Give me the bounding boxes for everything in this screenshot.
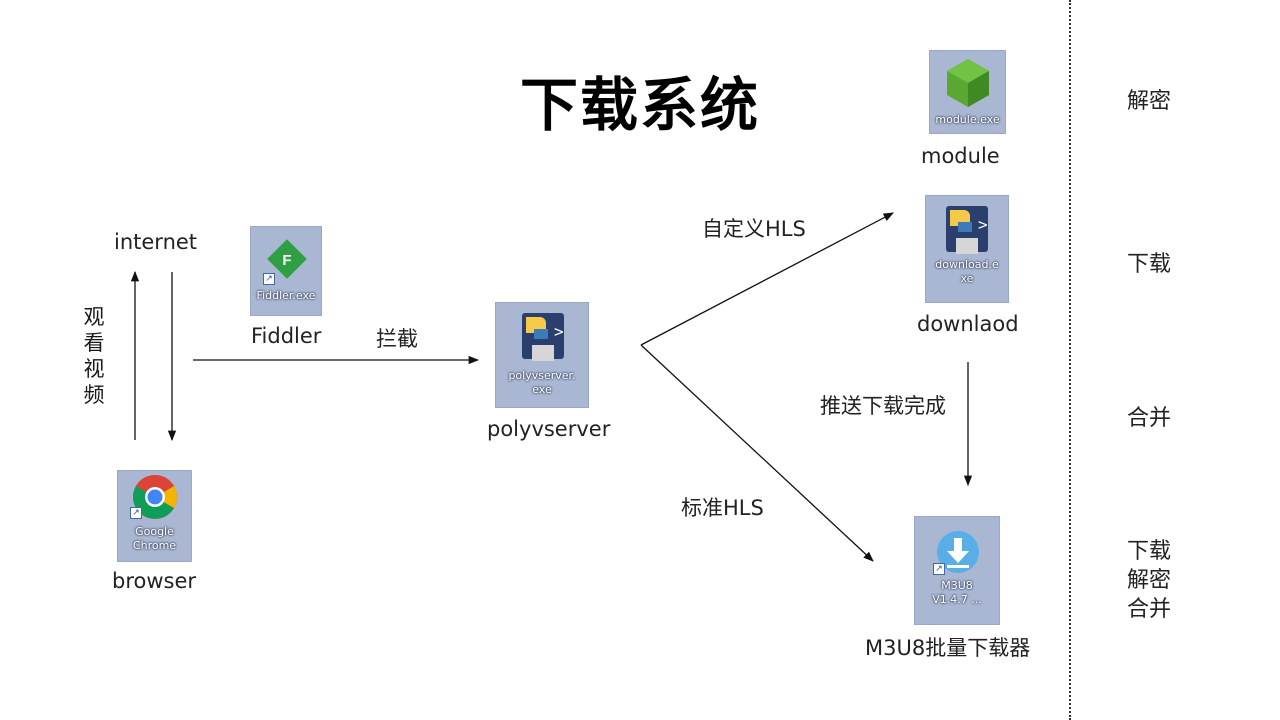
- shortcut-arrow-icon: ↗: [263, 273, 275, 285]
- edge-label-push-done: 推送下载完成: [820, 394, 946, 418]
- svg-text:>: >: [554, 322, 564, 341]
- node-module: module: [921, 144, 1000, 168]
- svg-text:F: F: [282, 252, 291, 269]
- watch-char: 频: [83, 383, 105, 407]
- side-label-merge: 合并: [1127, 406, 1172, 431]
- caption-line: V1.4.7 ...: [932, 593, 982, 606]
- caption-line: Chrome: [132, 539, 177, 552]
- download-arrow-icon: [937, 531, 979, 573]
- module-caption: module.exe: [935, 113, 1000, 126]
- python-exe-icon: >: [946, 206, 988, 254]
- arrow-to-download: [640, 212, 894, 346]
- chrome-icon: [133, 475, 177, 519]
- caption-line: xe: [960, 272, 974, 285]
- caption-line: polyvserver.: [508, 369, 576, 382]
- side-label-all-line: 下载: [1127, 539, 1172, 564]
- module-exe[interactable]: module.exe: [929, 50, 1006, 134]
- node-browser: browser: [112, 569, 197, 593]
- dotted-divider: [1069, 0, 1071, 720]
- watch-char: 观: [83, 305, 105, 329]
- edge-label-custom-hls: 自定义HLS: [702, 217, 806, 241]
- side-label-all: 下载 解密 合并: [1127, 537, 1171, 624]
- edge-label-intercept: 拦截: [376, 327, 418, 351]
- polyvserver-exe[interactable]: > polyvserver. exe: [495, 302, 589, 408]
- node-module-icon: [947, 59, 989, 107]
- edge-label-standard-hls: 标准HLS: [681, 496, 764, 520]
- node-m3u8: M3U8批量下载器: [865, 636, 1031, 660]
- download-exe[interactable]: > download.e xe: [925, 195, 1009, 303]
- caption-line: Google: [135, 525, 174, 538]
- download-caption: download.e xe: [926, 258, 1008, 286]
- node-polyvserver: polyvserver: [487, 417, 611, 441]
- fiddler-shortcut[interactable]: F ↗ Fiddler.exe: [250, 226, 322, 316]
- caption-line: exe: [532, 383, 552, 396]
- m3u8-shortcut[interactable]: ↗ M3U8 V1.4.7 ...: [914, 516, 1000, 625]
- node-internet: internet: [114, 230, 198, 254]
- svg-text:>: >: [978, 215, 988, 234]
- side-label-all-line: 解密: [1127, 568, 1172, 593]
- node-download: downlaod: [917, 312, 1019, 336]
- side-label-decrypt: 解密: [1127, 89, 1172, 114]
- m3u8-caption: M3U8 V1.4.7 ...: [915, 579, 999, 607]
- python-exe-icon: >: [522, 313, 564, 361]
- edge-label-watch-video: 观 看 视 频: [82, 304, 106, 408]
- page-title: 下载系统: [519, 71, 760, 139]
- fiddler-icon: F: [267, 239, 307, 279]
- shortcut-arrow-icon: ↗: [933, 563, 945, 575]
- side-label-download: 下载: [1127, 252, 1172, 277]
- caption-line: download.e: [935, 258, 999, 271]
- polyvserver-caption: polyvserver. exe: [496, 369, 588, 397]
- node-fiddler: Fiddler: [251, 324, 322, 348]
- chrome-caption: Google Chrome: [118, 525, 191, 553]
- arrow-to-m3u8: [640, 344, 874, 562]
- side-label-all-line: 合并: [1127, 597, 1172, 622]
- chrome-shortcut[interactable]: ↗ Google Chrome: [117, 470, 192, 562]
- watch-char: 视: [83, 357, 105, 381]
- fiddler-caption: Fiddler.exe: [256, 289, 316, 302]
- caption-line: M3U8: [941, 579, 973, 592]
- shortcut-arrow-icon: ↗: [130, 507, 142, 519]
- watch-char: 看: [83, 331, 105, 355]
